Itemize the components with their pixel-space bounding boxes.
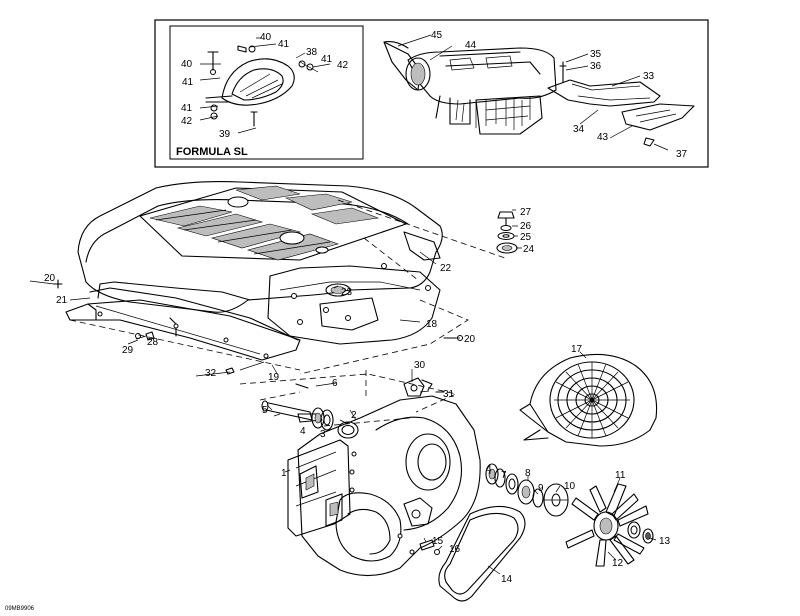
- callout-labels: 40 41 40 38 41 42 41 41 42 39 45 44 35 3…: [5, 30, 688, 612]
- callout-16: 16: [449, 544, 461, 555]
- callout-42: 42: [181, 116, 193, 127]
- cooling-fan: [565, 483, 654, 567]
- callout-1: 1: [281, 468, 287, 479]
- callout-45: 45: [431, 30, 443, 41]
- formula-sl-cover: [205, 45, 314, 127]
- callout-27: 27: [520, 207, 532, 218]
- callout-9: 9: [538, 483, 544, 494]
- callout-13: 13: [659, 536, 671, 547]
- callout-22: 22: [440, 263, 452, 274]
- callout-42: 42: [337, 60, 349, 71]
- callout-4: 4: [300, 426, 306, 437]
- callout-26: 26: [520, 221, 532, 232]
- callout-30: 30: [414, 360, 426, 371]
- callout-40: 40: [260, 32, 272, 43]
- callout-32: 32: [205, 368, 217, 379]
- callout-23: 23: [341, 287, 353, 298]
- callout-18: 18: [426, 319, 438, 330]
- callout-4: 4: [486, 464, 492, 475]
- callout-38: 38: [306, 47, 318, 58]
- fan-cowl: [519, 353, 658, 447]
- callout-25: 25: [520, 232, 532, 243]
- callout-41: 41: [278, 39, 290, 50]
- engine-top-cover: [77, 181, 443, 345]
- callout-41: 41: [321, 54, 333, 65]
- callout-21: 21: [56, 295, 68, 306]
- callout-39: 39: [219, 129, 231, 140]
- callout-11: 11: [615, 470, 626, 481]
- callout-8: 8: [525, 468, 531, 479]
- callout-6: 6: [332, 378, 338, 389]
- callout-41: 41: [181, 103, 193, 114]
- callout-28: 28: [147, 337, 159, 348]
- callout-24: 24: [523, 244, 535, 255]
- callout-2: 2: [351, 410, 357, 421]
- drive-belt: [438, 505, 526, 602]
- callout-43: 43: [597, 132, 609, 143]
- callout-37: 37: [676, 149, 688, 160]
- callout-33: 33: [643, 71, 655, 82]
- side-rail: [65, 287, 301, 361]
- fan-housing: [287, 395, 481, 577]
- callout-41: 41: [182, 77, 194, 88]
- callout-3: 3: [320, 429, 326, 440]
- air-silencer-assembly: [383, 41, 695, 147]
- callout-31: 31: [443, 389, 455, 400]
- callout-5: 5: [262, 405, 268, 416]
- callout-10: 10: [564, 481, 576, 492]
- callout-17: 17: [571, 344, 583, 355]
- fastener-stack: [496, 211, 518, 254]
- callout-35: 35: [590, 49, 602, 60]
- callout-12: 12: [612, 558, 624, 569]
- callout-7: 7: [501, 470, 507, 481]
- callout-44: 44: [465, 40, 477, 51]
- callout-36: 36: [590, 61, 602, 72]
- callout-29: 29: [122, 345, 134, 356]
- fan-shaft: [261, 383, 359, 439]
- housing-bracket: [403, 377, 445, 397]
- pulley-stack: [485, 463, 569, 517]
- callout-19: 19: [268, 372, 280, 383]
- callout-14: 14: [501, 574, 513, 585]
- inset-title: FORMULA SL: [176, 146, 248, 158]
- inset-panel: FORMULA SL: [154, 19, 709, 168]
- callout-15: 15: [432, 536, 444, 547]
- drawing-code: 09MB9906: [5, 606, 35, 612]
- callout-40: 40: [181, 59, 193, 70]
- callout-20: 20: [464, 334, 476, 345]
- callout-34: 34: [573, 124, 585, 135]
- callout-20: 20: [44, 273, 56, 284]
